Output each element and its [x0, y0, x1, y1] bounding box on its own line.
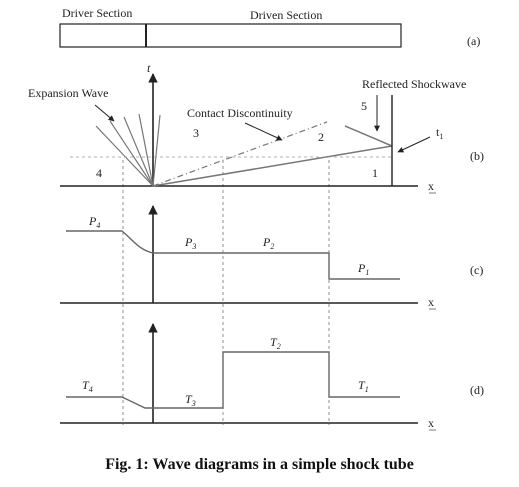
incident-shock-line [152, 145, 393, 187]
p1-label: P1 [357, 261, 369, 277]
region-3-label: 3 [193, 126, 199, 140]
region-5-label: 5 [361, 99, 367, 113]
t4-label: T4 [82, 378, 93, 394]
p2-label: P2 [262, 235, 274, 251]
reflected-shockwave-label: Reflected Shockwave [362, 77, 466, 91]
expansion-wave-arrow [94, 104, 115, 122]
guide-lines [122, 160, 330, 425]
contact-discontinuity-arrow [244, 122, 283, 141]
contact-discontinuity-line [152, 121, 328, 187]
driven-section-label: Driven Section [250, 8, 322, 22]
p3-label: P3 [184, 235, 196, 251]
p4-label: P4 [88, 214, 100, 230]
panel-d-label: (d) [470, 383, 484, 397]
t1-arrow [397, 136, 431, 153]
temperature-panel: x T4 T3 T2 T1 (d) [60, 323, 484, 431]
pressure-profile [66, 230, 400, 280]
temperature-x-axis-label: x [428, 416, 434, 430]
temperature-profile [66, 351, 400, 409]
xt-t-axis-label: t [147, 61, 151, 75]
panel-a-label: (a) [467, 34, 480, 48]
panel-b-label: (b) [470, 149, 484, 163]
panel-c-label: (c) [470, 263, 483, 277]
tube-body [59, 23, 402, 48]
driver-section-label: Driver Section [62, 6, 132, 20]
t2-label: T2 [270, 335, 281, 351]
tube-panel: Driver Section Driven Section (a) [59, 6, 480, 48]
reflected-shock-line [344, 125, 393, 147]
expansion-wave-label: Expansion Wave [28, 86, 108, 100]
expansion-fan [95, 113, 161, 187]
t1-temperature-label: T1 [358, 378, 369, 394]
pressure-panel: x P4 P3 P2 P1 (c) [60, 205, 483, 310]
region-4-label: 4 [96, 166, 102, 180]
contact-discontinuity-label: Contact Discontinuity [187, 106, 293, 120]
t3-label: T3 [185, 392, 196, 408]
xt-x-axis-label: x [428, 179, 434, 193]
xt-diagram-panel: t x Expansion Wave Contact Discontinuity… [28, 61, 484, 194]
t1-label: t1 [436, 125, 443, 141]
region-1-label: 1 [372, 166, 378, 180]
region-2-label: 2 [318, 130, 324, 144]
figure-caption: Fig. 1: Wave diagrams in a simple shock … [105, 456, 414, 473]
pressure-x-axis-label: x [428, 295, 434, 309]
